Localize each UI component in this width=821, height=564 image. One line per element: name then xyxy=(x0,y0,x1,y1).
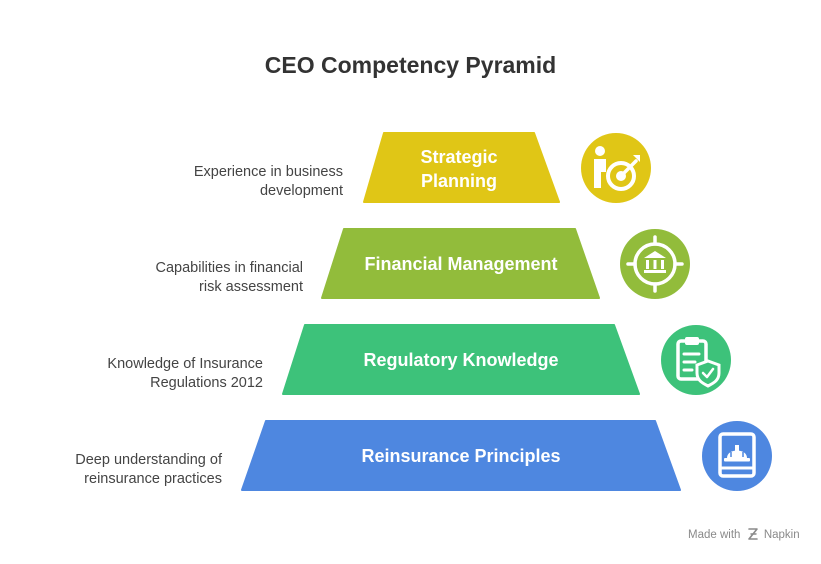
description-line: Knowledge of Insurance xyxy=(107,356,263,372)
pyramid-tier-strategic-planning xyxy=(363,132,560,203)
tier-label-regulatory-knowledge: Regulatory Knowledge xyxy=(363,350,558,370)
pyramid-level-strategic-planning: Strategic Planning xyxy=(363,132,560,203)
napkin-brand-text: Napkin xyxy=(763,529,800,541)
made-with-napkin-footer[interactable]: Made with Napkin xyxy=(688,528,800,541)
pyramid-tier-financial-management xyxy=(321,228,600,299)
tier-label-strategic-planning-line2: Planning xyxy=(421,171,497,191)
description-strategic-planning: Experience in business development xyxy=(194,163,343,201)
strategy-target-icon xyxy=(581,133,651,203)
bank-icon xyxy=(620,229,690,299)
description-line: risk assessment xyxy=(199,279,303,295)
pyramid-level-financial-management: Financial Management xyxy=(321,228,600,299)
tier-label-financial-management: Financial Management xyxy=(364,254,557,274)
pyramid-tier-regulatory-knowledge xyxy=(282,324,640,395)
clipboard-shield-icon xyxy=(661,325,731,395)
description-line: Experience in business xyxy=(193,164,343,180)
tier-label-strategic-planning: Strategic xyxy=(420,147,497,167)
pyramid-level-reinsurance-principles: Reinsurance Principles xyxy=(241,420,681,491)
pyramid-level-regulatory-knowledge: Regulatory Knowledge xyxy=(282,324,640,395)
pyramid-tier-reinsurance-principles xyxy=(241,420,681,491)
description-line: Deep understanding of xyxy=(75,452,222,468)
description-financial-management: Capabilities in financial risk assessmen… xyxy=(156,259,304,297)
description-line: reinsurance practices xyxy=(84,471,222,487)
description-regulatory-knowledge: Knowledge of Insurance Regulations 2012 xyxy=(107,355,263,393)
page-title: CEO Competency Pyramid xyxy=(264,52,557,78)
description-line: development xyxy=(259,183,343,199)
description-reinsurance-principles: Deep understanding of reinsurance practi… xyxy=(75,451,222,489)
tier-label-reinsurance-principles: Reinsurance Principles xyxy=(361,446,560,466)
napkin-logo-icon xyxy=(747,528,758,540)
book-helmet-icon xyxy=(702,421,772,491)
made-with-text: Made with xyxy=(688,529,741,541)
description-line: Regulations 2012 xyxy=(150,375,263,391)
description-line: Capabilities in financial xyxy=(155,260,304,276)
